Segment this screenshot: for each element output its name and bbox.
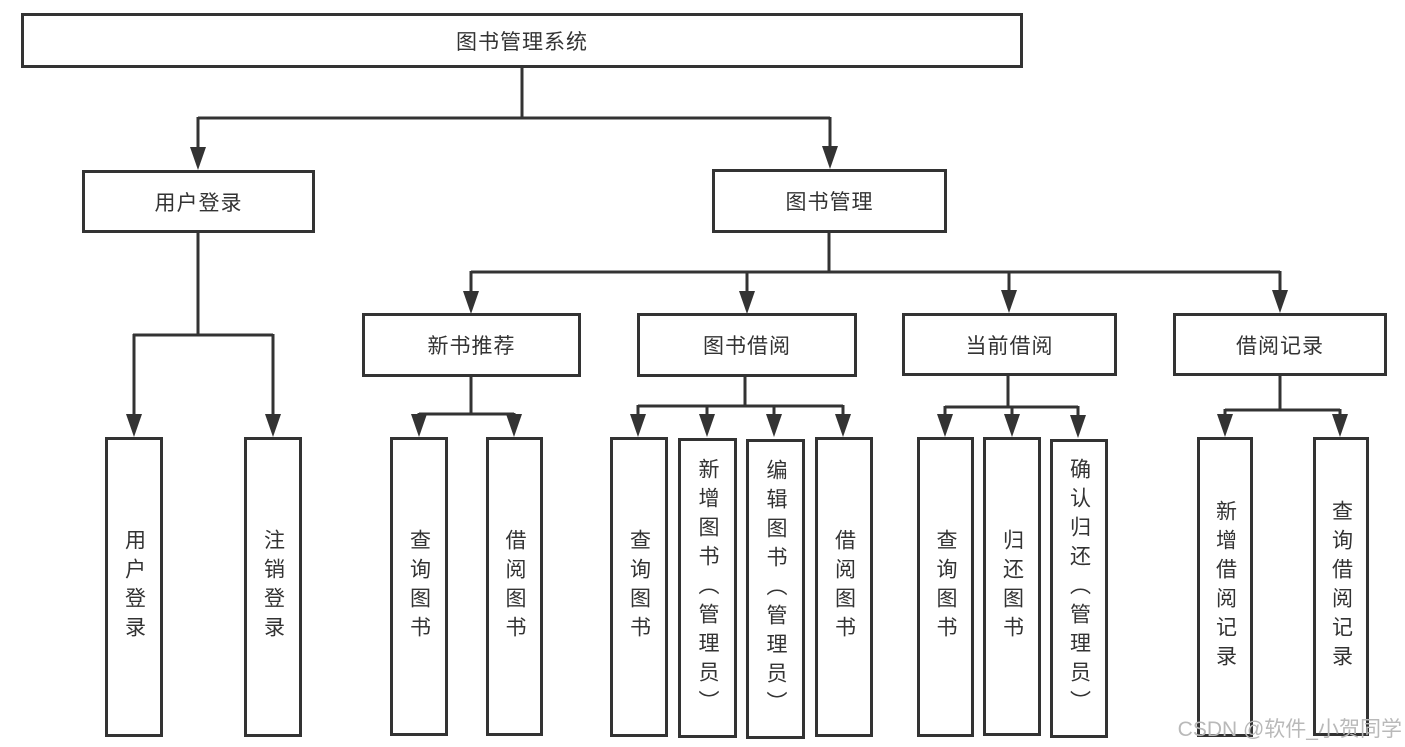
node-add-books-admin: 新增图书（管理员） (678, 438, 737, 738)
node-label: 归还图书 (1000, 528, 1024, 645)
node-query-borrow-record: 查询借阅记录 (1313, 437, 1369, 736)
node-label: 查询图书 (934, 529, 957, 645)
node-label: 查询图书 (407, 528, 431, 645)
node-new-book-recommend: 新书推荐 (362, 313, 581, 377)
node-label: 新书推荐 (427, 335, 516, 358)
node-label: 注销登录 (261, 529, 285, 645)
node-query-books-current: 查询图书 (917, 437, 974, 737)
node-library-management-system: 图书管理系统 (21, 13, 1023, 68)
node-user-login-action: 用户登录 (105, 437, 163, 737)
node-label: 图书管理系统 (456, 30, 588, 54)
node-logout: 注销登录 (244, 437, 302, 737)
node-borrow-records: 借阅记录 (1173, 313, 1387, 376)
node-book-borrow: 图书借阅 (637, 313, 857, 377)
node-label: 借阅图书 (832, 529, 856, 645)
node-add-borrow-record: 新增借阅记录 (1197, 437, 1253, 737)
node-label: 新增借阅记录 (1213, 500, 1237, 674)
node-label: 编辑图书（管理员） (764, 458, 787, 720)
node-borrow-books: 借阅图书 (815, 437, 873, 737)
connector-current-borrow (937, 376, 1086, 438)
connector-book-borrow (630, 377, 851, 437)
node-label: 新增图书（管理员） (696, 457, 719, 719)
node-query-books-borrow: 查询图书 (610, 437, 668, 737)
node-query-books-recommend: 查询图书 (390, 437, 448, 736)
connector-new-book (411, 377, 522, 437)
node-edit-books-admin: 编辑图书（管理员） (746, 439, 805, 739)
node-label: 图书管理 (785, 191, 874, 214)
node-borrow-books-recommend: 借阅图书 (486, 437, 543, 736)
connector-borrow-records (1217, 376, 1348, 437)
node-current-borrow: 当前借阅 (902, 313, 1117, 376)
node-user-login: 用户登录 (82, 170, 315, 233)
node-confirm-return-admin: 确认归还（管理员） (1050, 439, 1108, 738)
node-label: 借阅图书 (503, 528, 526, 645)
node-label: 确认归还（管理员） (1067, 458, 1091, 719)
node-label: 图书借阅 (703, 335, 791, 358)
node-label: 查询图书 (627, 529, 651, 645)
node-label: 查询借阅记录 (1329, 499, 1353, 674)
connector-user-login (126, 233, 281, 437)
node-return-books: 归还图书 (983, 437, 1041, 736)
node-label: 当前借阅 (965, 334, 1054, 358)
connector-root (190, 68, 838, 170)
node-label: 用户登录 (154, 191, 243, 215)
node-book-management: 图书管理 (712, 169, 947, 233)
connector-book-mgmt (463, 233, 1288, 314)
node-label: 借阅记录 (1236, 334, 1324, 358)
node-label: 用户登录 (122, 529, 146, 645)
watermark: CSDN @软件_小贺同学 (1177, 718, 1402, 741)
